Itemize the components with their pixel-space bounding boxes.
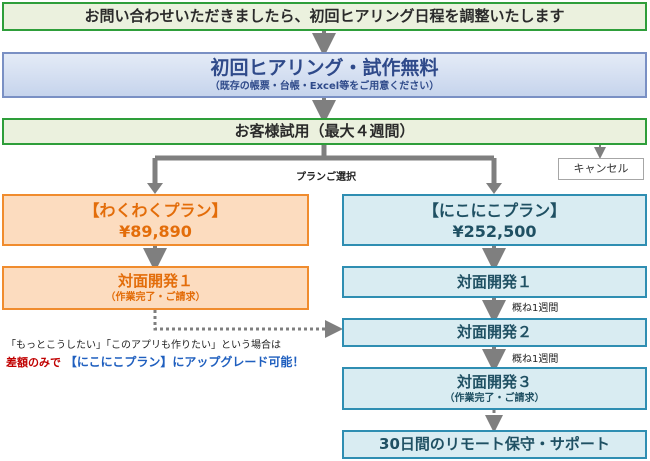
waku-plan-box: 【わくわくプラン】 ¥89,890 <box>2 194 309 246</box>
trial-box: お客様試用（最大４週間） <box>2 118 647 145</box>
interval-2-label: 概ね1週間 <box>512 354 559 365</box>
top-banner: お問い合わせいただきましたら、初回ヒアリング日程を調整いたします <box>2 2 647 31</box>
upgrade-note-prefix: 差額のみで <box>6 356 61 369</box>
plan-select-label: プランご選択 <box>296 172 356 183</box>
cancel-label: キャンセル <box>573 162 629 175</box>
interval-1-label: 概ね1週間 <box>512 303 559 314</box>
waku-plan-price: ¥89,890 <box>119 222 192 241</box>
niko-dev3-title: 対面開発３ <box>456 373 532 391</box>
niko-plan-box: 【にこにこプラン】 ¥252,500 <box>342 194 647 246</box>
hearing-title: 初回ヒアリング・試作無料 <box>210 57 439 79</box>
niko-plan-price: ¥252,500 <box>452 222 537 241</box>
hearing-subtitle: （既存の帳票・台帳・Excel等をご用意ください） <box>209 81 440 92</box>
support-label: 30日間のリモート保守・サポート <box>379 435 610 453</box>
niko-dev1-box: 対面開発１ <box>342 266 647 298</box>
branch-trial-to-plans <box>152 144 497 186</box>
trial-text: お客様試用（最大４週間） <box>234 122 415 140</box>
niko-plan-name: 【にこにこプラン】 <box>422 201 567 220</box>
upgrade-note-line2: 差額のみで 【にこにこプラン】にアップグレード可能！ <box>6 353 304 370</box>
upgrade-note-line1: 「もっとこうしたい」「このアプリも作りたい」という場合は <box>6 340 281 351</box>
waku-plan-name: 【わくわくプラン】 <box>83 201 228 220</box>
cancel-box: キャンセル <box>558 158 644 180</box>
waku-dev-sub: （作業完了・ご請求） <box>105 292 206 303</box>
niko-dev2-label: 対面開発２ <box>456 323 532 341</box>
hearing-box: 初回ヒアリング・試作無料 （既存の帳票・台帳・Excel等をご用意ください） <box>2 52 647 98</box>
niko-dev2-box: 対面開発２ <box>342 318 647 347</box>
upgrade-dotted-connector <box>153 310 343 338</box>
waku-dev-title: 対面開発１ <box>117 272 193 290</box>
niko-dev1-label: 対面開発１ <box>456 273 532 291</box>
top-banner-text: お問い合わせいただきましたら、初回ヒアリング日程を調整いたします <box>84 7 565 25</box>
niko-dev3-sub: （作業完了・ご請求） <box>444 393 545 404</box>
niko-dev3-box: 対面開発３ （作業完了・ご請求） <box>342 367 647 410</box>
support-box: 30日間のリモート保守・サポート <box>342 430 647 459</box>
upgrade-note-highlight: 【にこにこプラン】にアップグレード可能！ <box>64 355 305 369</box>
waku-dev-box: 対面開発１ （作業完了・ご請求） <box>2 266 309 310</box>
